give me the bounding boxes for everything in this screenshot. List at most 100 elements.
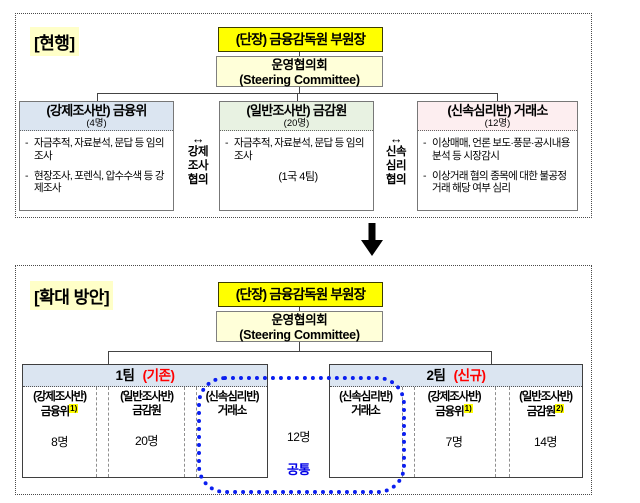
section-label-expansion: [확대 방안]: [30, 281, 114, 310]
bullet-text: 현장조사, 포렌식, 압수수색 등 강제조사: [34, 169, 164, 195]
unit-box-fsc-forced-investigation: (강제조사반) 금융위 (4명) - 자금추적, 자료분석, 문답 등 임의조사…: [19, 101, 174, 211]
team1-cell-fss: (일반조사반) 금감원 20명: [109, 390, 184, 449]
footnote-mark: 1): [69, 404, 79, 414]
connector-line: [108, 351, 491, 352]
cell-label-line1: (일반조사반): [519, 391, 573, 403]
team2-cell-fss: (일반조사반) 금감원2) 14명: [509, 390, 582, 450]
cell-label-line2: 금감원: [132, 405, 162, 418]
steering-english-label: (Steering Committee): [239, 328, 360, 342]
unit-box-krx-rapid-review: (신속심리반) 거래소 (12명) - 이상매매, 언론 보도·풍문·공시내용 …: [417, 101, 578, 211]
team1-tag: (기존): [142, 368, 175, 383]
dashed-divider: [196, 387, 197, 477]
left-right-arrow-icon: ↔: [191, 131, 205, 146]
team2-tag: (신규): [453, 368, 486, 383]
dashed-divider: [184, 387, 185, 477]
link-line: 신속: [385, 146, 407, 159]
unit-header: (신속심리반) 거래소 (12명): [418, 102, 577, 132]
cell-label-line1: (강제조사반): [33, 391, 87, 403]
cell-headcount: 8명: [51, 434, 68, 449]
bullet-text: 자금추적, 자료분석, 문답 등 임의조사: [234, 137, 364, 162]
unit-title: (강제조사반) 금융위: [46, 103, 147, 118]
bullet-item: - 자금추적, 자료분석, 문답 등 임의조사: [25, 137, 171, 162]
bullet-item: - 이상매매, 언론 보도·풍문·공시내용 분석 등 시장감시: [423, 137, 575, 162]
cell-label-line2: 금융위1): [23, 404, 96, 419]
bullet-text: 자금추적, 자료분석, 문답 등 임의조사: [34, 137, 164, 162]
cell-label-line2: 금융위1): [414, 404, 494, 419]
cell-headcount: 20명: [135, 433, 158, 448]
bullet-dash: -: [423, 137, 426, 150]
cell-label: (강제조사반) 금융위1): [414, 390, 494, 420]
team2-name: 2팀: [426, 368, 446, 383]
link-line: 심리: [385, 160, 407, 173]
cell-label: (일반조사반) 금감원: [109, 390, 184, 419]
steering-korean-label: 운영협의회: [271, 313, 328, 327]
unit-note: (1국 4팀): [278, 170, 318, 183]
unit-headcount: (12명): [484, 117, 511, 129]
team1-header: 1팀 (기존): [23, 365, 267, 387]
down-arrow-icon: [361, 223, 383, 261]
cell-org: 금융위: [435, 406, 465, 419]
steering-english-label: (Steering Committee): [239, 73, 360, 87]
left-right-arrow-icon: ↔: [389, 131, 403, 146]
cell-label-line2: 금감원2): [509, 404, 582, 419]
bullet-item: - 현장조사, 포렌식, 압수수색 등 강제조사: [25, 170, 171, 195]
unit-header: (일반조사반) 금감원 (20명): [220, 102, 373, 132]
connector-line: [299, 52, 300, 56]
current-structure-panel: [현행] (단장) 금융감독원 부원장 운영협의회 (Steering Comm…: [15, 13, 592, 218]
unit-headcount: (4명): [86, 117, 107, 129]
steering-korean-label: 운영협의회: [271, 58, 328, 72]
steering-committee-box-expansion: 운영협의회 (Steering Committee): [216, 311, 383, 342]
footnote-mark: 1): [463, 404, 473, 414]
link-label-rapid-review-consult: ↔ 신속 심리 협의: [376, 131, 416, 188]
shared-label: 공통: [287, 462, 310, 477]
director-box-expansion: (단장) 금융감독원 부원장: [218, 282, 383, 307]
cell-label-line2: 거래소: [217, 405, 248, 418]
connector-line: [97, 93, 98, 101]
link-label-forced-investigation-consult: ↔ 강제 조사 협의: [178, 131, 218, 188]
bullet-text: 이상거래 혐의 종목에 대한 불공정거래 해당 여부 심리: [432, 169, 567, 195]
unit-body: - 자금추적, 자료분석, 문답 등 임의조사 - 현장조사, 포렌식, 압수수…: [20, 131, 173, 194]
unit-body: - 이상매매, 언론 보도·풍문·공시내용 분석 등 시장감시 - 이상거래 혐…: [418, 131, 577, 194]
unit-header: (강제조사반) 금융위 (4명): [20, 102, 173, 132]
connector-line: [297, 93, 298, 101]
cell-headcount: 14명: [534, 434, 557, 449]
connector-line: [497, 93, 498, 101]
cell-label: (강제조사반) 금융위1): [23, 390, 96, 420]
link-line: 강제: [187, 146, 209, 159]
connector-line: [491, 351, 492, 364]
link-line: 조사: [187, 160, 209, 173]
shared-headcount: 12명: [287, 430, 310, 444]
team2-body: (신속심리반) 거래소 (강제조사반) 금융위1) 7명 (일반조사반) 금감원…: [330, 387, 582, 477]
link-line: 협의: [385, 173, 407, 186]
link-line: 협의: [187, 173, 209, 186]
section-label-current: [현행]: [30, 27, 79, 56]
cell-headcount: 7명: [445, 434, 463, 449]
team2-cell-fsc: (강제조사반) 금융위1) 7명: [414, 390, 494, 450]
team1-cell-fsc: (강제조사반) 금융위1) 8명: [23, 390, 96, 450]
dashed-divider: [509, 387, 510, 477]
unit-body: - 자금추적, 자료분석, 문답 등 임의조사 (1국 4팀): [220, 131, 373, 183]
footnote-mark: 2): [555, 404, 565, 414]
connector-line: [108, 351, 109, 364]
cell-label-line1: (일반조사반): [120, 391, 174, 403]
unit-title: (일반조사반) 금감원: [246, 103, 347, 118]
connector-line: [299, 342, 300, 351]
cell-label: (일반조사반) 금감원2): [509, 390, 582, 420]
bullet-dash: -: [423, 169, 426, 182]
director-box-current: (단장) 금융감독원 부원장: [218, 27, 383, 52]
connector-line: [299, 87, 300, 93]
bullet-item: - 이상거래 혐의 종목에 대한 불공정거래 해당 여부 심리: [423, 170, 575, 195]
dashed-divider: [495, 387, 496, 477]
unit-box-fss-general-investigation: (일반조사반) 금감원 (20명) - 자금추적, 자료분석, 문답 등 임의조…: [219, 101, 374, 211]
connector-line: [299, 307, 300, 311]
bullet-dash: -: [25, 169, 28, 182]
unit-title: (신속심리반) 거래소: [447, 103, 548, 118]
cell-org: 금감원: [526, 406, 557, 419]
bullet-item: - 자금추적, 자료분석, 문답 등 임의조사: [225, 137, 371, 162]
cell-label-line2: 거래소: [351, 405, 381, 418]
team2-box: 2팀 (신규) (신속심리반) 거래소 (강제조사반) 금융위1: [329, 364, 583, 478]
dashed-divider: [108, 387, 109, 477]
bullet-dash: -: [225, 137, 228, 150]
unit-headcount: (20명): [283, 117, 310, 129]
